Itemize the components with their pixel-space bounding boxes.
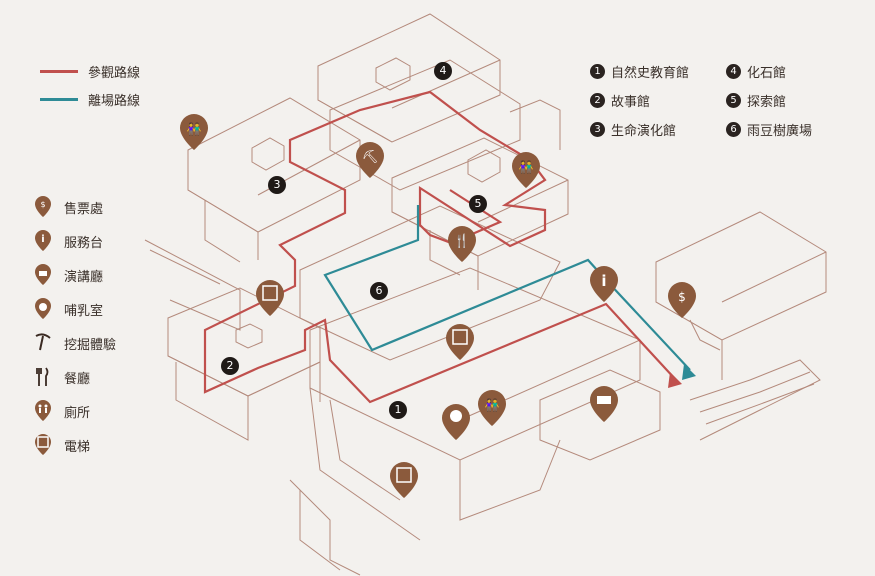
facility-legend: $ 售票處 i 服務台 演講廳 哺乳室 挖掘體驗 餐廳 廁所 電梯 (34, 190, 116, 462)
building-outlines (144, 13, 827, 576)
visit-route-legend: 參觀路線 (40, 62, 140, 81)
elevator-pin (256, 280, 284, 316)
restroom-icon (35, 400, 51, 421)
facility-item-restaurant: 餐廳 (34, 360, 116, 394)
restroom-pin-3: 👫 (478, 390, 506, 426)
svg-text:$: $ (40, 200, 45, 209)
facility-label: 演講廳 (64, 269, 104, 285)
map-marker-2: 2 (221, 357, 239, 375)
facility-item-dig: 挖掘體驗 (34, 326, 116, 360)
hall-legend-item-6: 6 雨豆樹廣場 (726, 120, 812, 139)
hall-name: 探索館 (747, 95, 787, 110)
map-marker-4: 4 (434, 62, 452, 80)
elevator-pin-2 (446, 324, 474, 360)
lecture-hall-pin (590, 386, 618, 422)
hall-name: 自然史教育館 (611, 66, 690, 81)
hall-name: 化石館 (747, 66, 787, 81)
exit-route-swatch (40, 98, 78, 101)
facility-item-restroom: 廁所 (34, 394, 116, 428)
elevator-icon (35, 434, 51, 455)
facility-label: 服務台 (64, 235, 104, 251)
visit-route-path (203, 90, 547, 356)
svg-text:$: $ (678, 290, 686, 304)
restaurant-icon (36, 367, 49, 386)
facility-item-elevator: 電梯 (34, 428, 116, 462)
visit-route-arrow (668, 372, 682, 388)
visit-route-swatch (40, 70, 78, 73)
svg-text:👫: 👫 (485, 398, 500, 412)
info-icon: i (35, 230, 51, 251)
svg-text:i: i (601, 272, 606, 290)
hall-name: 故事館 (611, 95, 651, 110)
facility-label: 廁所 (64, 405, 91, 421)
map-marker-6: 6 (370, 282, 388, 300)
pickaxe-pin: ⛏ (356, 142, 384, 178)
exit-route-legend: 離場路線 (40, 90, 140, 109)
nursing-room-pin (442, 404, 470, 440)
ticket-icon: $ (35, 196, 51, 217)
svg-text:i: i (41, 234, 44, 245)
hall-number-badge: 5 (726, 93, 741, 108)
svg-text:🍴: 🍴 (454, 233, 470, 249)
nursing-room-icon (35, 298, 51, 319)
exit-route-label: 離場路線 (88, 94, 141, 109)
restroom-pin-2: 👫 (512, 152, 540, 188)
hall-number-badge: 3 (590, 122, 605, 137)
pickaxe-icon (35, 333, 51, 351)
hall-name: 雨豆樹廣場 (747, 124, 813, 139)
visit-route-label: 參觀路線 (88, 66, 141, 81)
map-marker-1: 1 (389, 401, 407, 419)
facility-label: 挖掘體驗 (64, 337, 117, 353)
facility-label: 售票處 (64, 201, 104, 217)
restaurant-pin: 🍴 (448, 226, 476, 262)
elevator-pin-3 (390, 462, 418, 498)
svg-text:⛏: ⛏ (362, 150, 379, 165)
hall-number-badge: 2 (590, 93, 605, 108)
hall-legend-item-2: 2 故事館 (590, 91, 650, 110)
hall-number-badge: 4 (726, 64, 741, 79)
map-marker-5: 5 (469, 195, 487, 213)
exit-route-arrow (682, 364, 696, 380)
restroom-pin: 👫 (180, 114, 208, 150)
facility-item-info: i 服務台 (34, 224, 116, 258)
hall-number-badge: 1 (590, 64, 605, 79)
visit-route-path-lower (203, 302, 677, 404)
facility-label: 電梯 (64, 439, 91, 455)
info-pin: i (590, 266, 618, 302)
hall-legend-item-4: 4 化石館 (726, 62, 786, 81)
lecture-hall-icon (35, 264, 51, 285)
facility-label: 哺乳室 (64, 303, 104, 319)
facility-item-nursing: 哺乳室 (34, 292, 116, 326)
facility-label: 餐廳 (64, 371, 91, 387)
hall-legend-item-1: 1 自然史教育館 (590, 62, 689, 81)
svg-text:👫: 👫 (187, 122, 202, 136)
svg-text:👫: 👫 (519, 160, 534, 174)
ticket-pin: $ (668, 282, 696, 318)
hall-number-badge: 6 (726, 122, 741, 137)
map-marker-3: 3 (268, 176, 286, 194)
hall-legend-item-3: 3 生命演化館 (590, 120, 676, 139)
map-pins: 👫 ⛏ 👫 🍴 i $ 👫 (180, 114, 696, 498)
hall-legend-item-5: 5 探索館 (726, 91, 786, 110)
facility-item-lecture: 演講廳 (34, 258, 116, 292)
hall-name: 生命演化館 (611, 124, 677, 139)
facility-item-ticket: $ 售票處 (34, 190, 116, 224)
